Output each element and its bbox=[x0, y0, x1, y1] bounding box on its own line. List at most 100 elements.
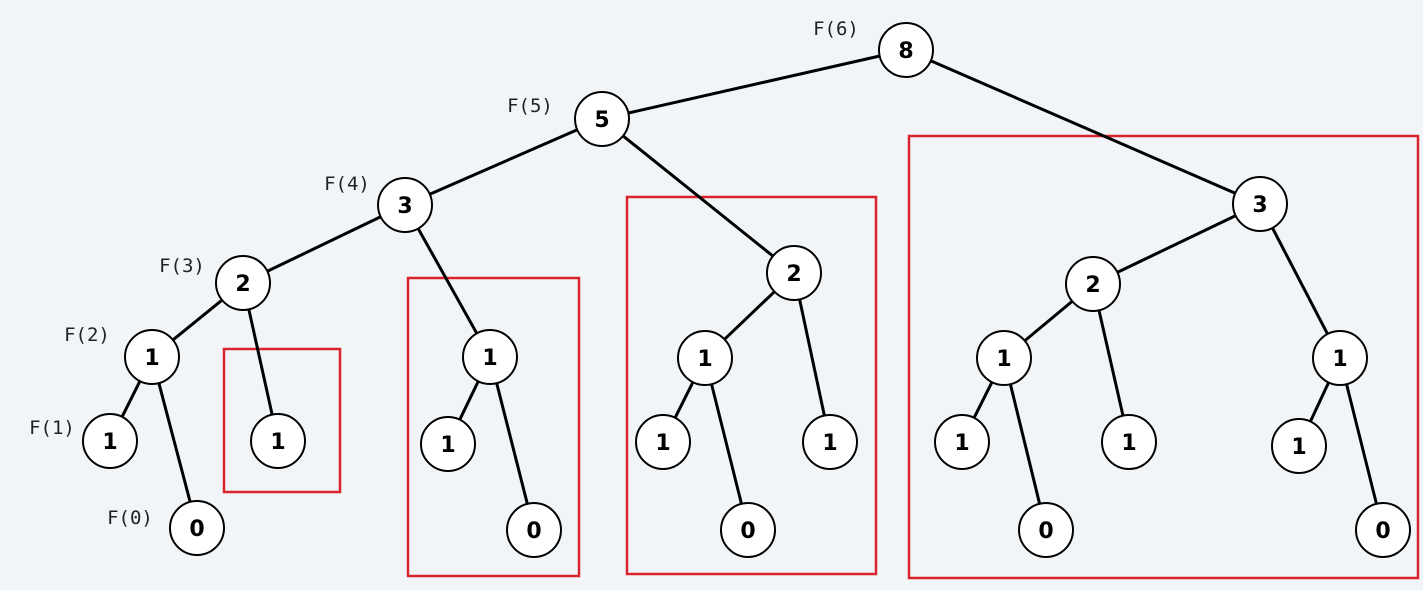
node-label: F(5) bbox=[507, 95, 553, 117]
tree-node: 0 bbox=[1355, 502, 1411, 558]
node-value: 0 bbox=[526, 519, 541, 544]
tree-node: 1 bbox=[462, 329, 518, 385]
tree-node: 1 bbox=[1271, 418, 1327, 474]
edge-e3-e1 bbox=[1271, 227, 1329, 335]
node-label: F(1) bbox=[29, 417, 75, 439]
node-value: 1 bbox=[996, 347, 1011, 372]
edge-e1-e11 bbox=[1309, 381, 1330, 423]
node-label: F(6) bbox=[813, 18, 859, 40]
edge-e3-e2 bbox=[1116, 214, 1237, 274]
tree-node: 0 bbox=[506, 502, 562, 558]
tree-node: 1 bbox=[250, 413, 306, 469]
tree-node: 0 bbox=[1018, 502, 1074, 558]
tree-node: 5 bbox=[574, 91, 630, 147]
node-label: F(3) bbox=[159, 255, 205, 277]
node-labels: F(6) F(5) F(4) F(3) F(2) F(1) F(0) bbox=[29, 18, 859, 529]
box-f1-duplicate bbox=[222, 347, 342, 494]
edge-e21-e210 bbox=[1008, 383, 1042, 505]
node-circle bbox=[635, 414, 691, 470]
node-value: 2 bbox=[1085, 273, 1100, 298]
edge-c1-c10 bbox=[495, 382, 529, 505]
tree-node: 1 bbox=[934, 414, 990, 470]
node-label: F(2) bbox=[64, 324, 110, 346]
tree-node: 1 bbox=[1101, 414, 1157, 470]
node-circle bbox=[1232, 176, 1288, 232]
node-circle bbox=[934, 414, 990, 470]
edge-n5-n4 bbox=[429, 128, 578, 196]
tree-node: 1 bbox=[802, 414, 858, 470]
node-circle bbox=[878, 22, 934, 78]
edge-d1-d10 bbox=[710, 383, 743, 505]
node-circle bbox=[250, 413, 306, 469]
node-value: 1 bbox=[1291, 435, 1306, 460]
node-circle bbox=[976, 330, 1032, 386]
node-value: 1 bbox=[482, 346, 497, 371]
edge-n2-n1 bbox=[120, 380, 142, 418]
node-circle bbox=[766, 245, 822, 301]
node-circle bbox=[169, 500, 225, 556]
node-circle bbox=[215, 255, 271, 311]
tree-node: 3 bbox=[1232, 176, 1288, 232]
node-value: 0 bbox=[189, 517, 204, 542]
tree-node: 1 bbox=[976, 330, 1032, 386]
node-circle bbox=[1018, 502, 1074, 558]
node-circle bbox=[124, 329, 180, 385]
edge-c1-c11 bbox=[458, 380, 480, 421]
node-value: 0 bbox=[740, 519, 755, 544]
node-value: 2 bbox=[786, 262, 801, 287]
node-circle bbox=[462, 329, 518, 385]
edge-d2-d1 bbox=[723, 290, 776, 341]
edge-d2-d1r bbox=[798, 299, 826, 416]
edge-n3-n2 bbox=[172, 298, 223, 342]
tree-node: 1 bbox=[420, 416, 476, 472]
edge-n5-d2 bbox=[622, 134, 774, 258]
node-circle bbox=[82, 413, 138, 469]
node-circle bbox=[377, 177, 433, 233]
node-value: 5 bbox=[594, 108, 609, 133]
node-value: 1 bbox=[1332, 347, 1347, 372]
edge-n3-b1 bbox=[247, 309, 274, 415]
node-value: 0 bbox=[1375, 519, 1390, 544]
edge-e2-e21 bbox=[1023, 300, 1074, 342]
tree-node: 1 bbox=[1312, 330, 1368, 386]
node-circle bbox=[1312, 330, 1368, 386]
edge-e21-e211 bbox=[972, 381, 994, 419]
node-circle bbox=[677, 330, 733, 386]
node-value: 1 bbox=[102, 430, 117, 455]
tree-node: 2 bbox=[1065, 256, 1121, 312]
node-value: 1 bbox=[440, 433, 455, 458]
tree-node: 1 bbox=[635, 414, 691, 470]
edge-d1-d11 bbox=[673, 381, 695, 419]
tree-node: 1 bbox=[82, 413, 138, 469]
node-value: 1 bbox=[822, 431, 837, 456]
edge-n4-n3 bbox=[266, 215, 382, 273]
node-value: 3 bbox=[397, 194, 412, 219]
edge-n4-c1 bbox=[416, 227, 479, 335]
tree-node: 3 bbox=[377, 177, 433, 233]
tree-node: 1 bbox=[124, 329, 180, 385]
node-circle bbox=[802, 414, 858, 470]
tree-node: 2 bbox=[766, 245, 822, 301]
node-circle bbox=[420, 416, 476, 472]
box-f4-duplicate bbox=[907, 134, 1420, 580]
node-circle bbox=[574, 91, 630, 147]
node-circle bbox=[506, 502, 562, 558]
node-value: 8 bbox=[898, 39, 913, 64]
node-circle bbox=[720, 502, 776, 558]
node-circle bbox=[1101, 414, 1157, 470]
highlight-boxes bbox=[222, 134, 1420, 580]
node-label: F(4) bbox=[324, 173, 370, 195]
box-f3-duplicate bbox=[625, 195, 878, 576]
node-value: 0 bbox=[1038, 519, 1053, 544]
node-value: 1 bbox=[697, 347, 712, 372]
node-circle bbox=[1355, 502, 1411, 558]
node-value: 3 bbox=[1252, 193, 1267, 218]
node-circle bbox=[1065, 256, 1121, 312]
node-label: F(0) bbox=[107, 507, 153, 529]
node-value: 1 bbox=[954, 431, 969, 456]
edge-n2-n0 bbox=[157, 382, 192, 503]
node-value: 1 bbox=[655, 431, 670, 456]
